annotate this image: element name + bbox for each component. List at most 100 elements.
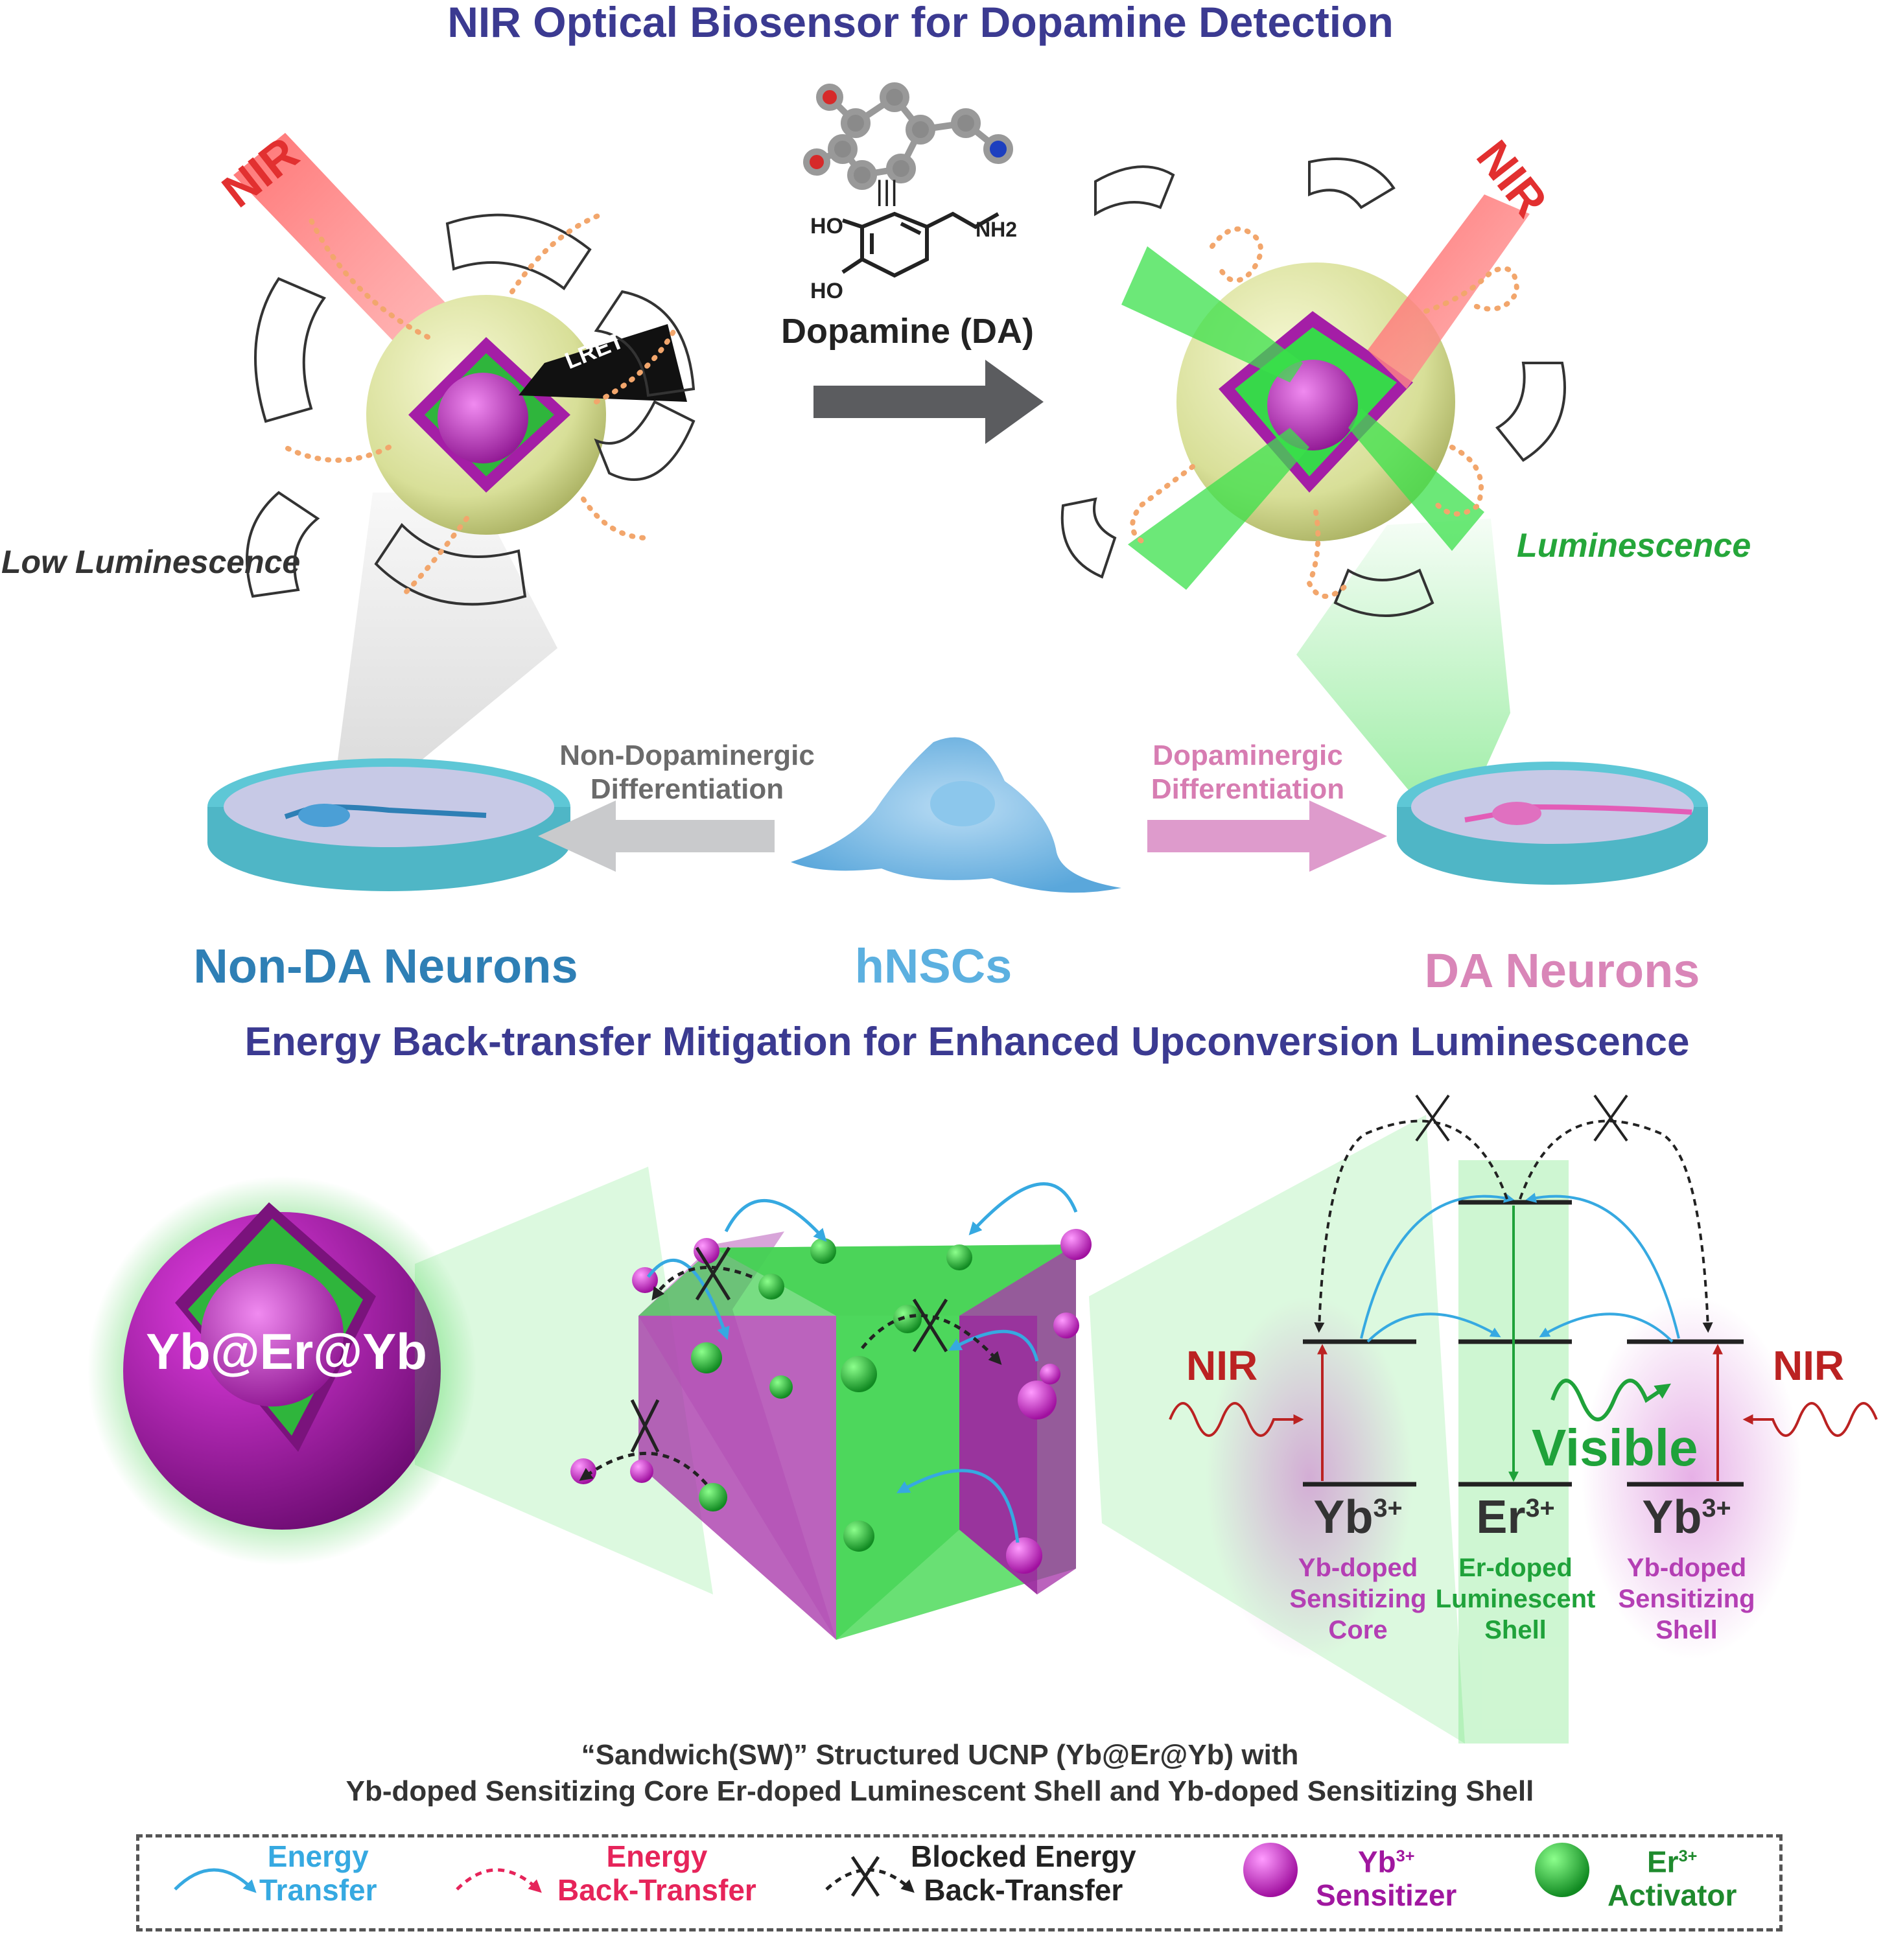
non-dopaminergic-line-1: Non-Dopaminergic xyxy=(559,740,815,771)
dopamine-ball-stick xyxy=(803,82,1013,190)
non-da-neurons-label: Non-DA Neurons xyxy=(193,939,578,993)
non-dopaminergic-arrow xyxy=(538,800,775,872)
energy-diagram-haze-left xyxy=(1206,1296,1413,1659)
er-symbol: Er xyxy=(1476,1491,1526,1543)
left-nir-beam xyxy=(233,133,447,350)
diagram-transfer-arrows xyxy=(1314,1094,1713,1343)
structure-caption: “Sandwich(SW)” Structured UCNP (Yb@Er@Yb… xyxy=(346,1737,1534,1810)
energy-levels xyxy=(1303,1200,1744,1487)
left-graphene-sheets xyxy=(246,213,696,606)
yb-core-desc-3: Core xyxy=(1328,1616,1388,1644)
right-nir-beam xyxy=(1368,194,1530,389)
yb-er-yb-nanoparticle xyxy=(88,1176,476,1565)
legend-energy-transfer-label: Energy Transfer xyxy=(259,1839,377,1907)
left-particle xyxy=(233,133,696,830)
legend-yb-charge: 3+ xyxy=(1396,1847,1415,1865)
legend-er-role: Activator xyxy=(1608,1878,1737,1913)
caption-line-1: “Sandwich(SW)” Structured UCNP (Yb@Er@Yb… xyxy=(581,1739,1299,1771)
er-activator-balls xyxy=(691,1238,972,1552)
dopaminergic-line-1: Dopaminergic xyxy=(1152,740,1343,771)
nir-left-label: NIR xyxy=(1186,1342,1258,1389)
legend-back-transfer-icon xyxy=(456,1868,542,1893)
non-dopaminergic-line-2: Differentiation xyxy=(590,773,784,805)
yb-shell-ion-label: Yb3+ xyxy=(1642,1491,1731,1544)
legend-back-transfer-line-1: Energy xyxy=(606,1839,708,1873)
legend-blocked-transfer-label: Blocked Energy Back-Transfer xyxy=(911,1839,1136,1907)
er-charge: 3+ xyxy=(1525,1494,1555,1522)
yb-shell-description: Yb-doped Sensitizing Shell xyxy=(1618,1552,1755,1646)
legend-yb-ball-icon xyxy=(1243,1843,1298,1897)
yb-shell-desc-2: Sensitizing xyxy=(1618,1585,1755,1613)
legend-er-ball-icon xyxy=(1535,1843,1589,1897)
right-green-emission-beams xyxy=(1121,246,1484,590)
dopaminergic-label: Dopaminergic Differentiation xyxy=(1151,739,1344,806)
dopamine-equivalence-mark: ||| xyxy=(876,175,898,207)
low-luminescence-label: Low Luminescence xyxy=(1,544,301,580)
dopamine-ho-bottom: HO xyxy=(810,279,843,303)
yb-core-description: Yb-doped Sensitizing Core xyxy=(1289,1552,1426,1646)
right-particle xyxy=(1060,158,1566,843)
excitation-lines xyxy=(1169,1344,1878,1481)
luminescence-label: Luminescence xyxy=(1517,527,1751,565)
legend-box xyxy=(136,1834,1783,1931)
left-linker-chains xyxy=(283,211,677,599)
legend-yb-symbol: Yb3+ xyxy=(1316,1839,1456,1878)
dopamine-ho-top: HO xyxy=(810,214,843,239)
top-title: NIR Optical Biosensor for Dopamine Detec… xyxy=(447,0,1394,46)
yb-shell-symbol: Yb xyxy=(1642,1491,1702,1543)
dopaminergic-arrow xyxy=(1147,800,1387,872)
er-ion-label: Er3+ xyxy=(1476,1491,1554,1544)
er-desc-1: Er-doped xyxy=(1458,1554,1573,1582)
yb-core-symbol: Yb xyxy=(1313,1491,1374,1543)
left-petri-dish xyxy=(207,758,570,891)
legend-back-transfer-line-2: Back-Transfer xyxy=(557,1873,756,1907)
right-view-beam xyxy=(1296,519,1510,843)
emission-line xyxy=(1508,1206,1671,1482)
sandwich-box xyxy=(638,1231,1076,1640)
yb-shell-desc-1: Yb-doped xyxy=(1626,1554,1747,1582)
legend-er-symbol: Er3+ xyxy=(1608,1839,1737,1878)
energy-diagram-haze-right xyxy=(1582,1296,1802,1659)
nanoparticle-label: Yb@Er@Yb xyxy=(146,1323,427,1380)
er-shell-description: Er-doped Luminescent Shell xyxy=(1436,1552,1596,1646)
non-dopaminergic-label: Non-Dopaminergic Differentiation xyxy=(559,739,815,806)
yb-core-desc-2: Sensitizing xyxy=(1289,1585,1427,1613)
yb-shell-charge: 3+ xyxy=(1702,1494,1731,1522)
er-desc-2: Luminescent xyxy=(1435,1585,1596,1613)
dopamine-nh2: NH2 xyxy=(976,218,1018,241)
legend-energy-transfer-line-1: Energy xyxy=(267,1839,369,1873)
legend-blocked-cross-icon xyxy=(850,1856,880,1897)
legend-yb-main: Yb xyxy=(1357,1845,1396,1879)
legend-energy-transfer-icon xyxy=(174,1868,257,1893)
left-core xyxy=(438,373,528,463)
dopamine-caption: Dopamine (DA) xyxy=(781,312,1034,351)
legend-back-transfer-label: Energy Back-Transfer xyxy=(557,1839,756,1907)
legend-energy-transfer-line-2: Transfer xyxy=(259,1873,377,1907)
bottom-title: Energy Back-transfer Mitigation for Enha… xyxy=(244,1020,1690,1064)
right-linker-chains xyxy=(1130,226,1520,599)
legend-er-activator-label: Er3+ Activator xyxy=(1608,1839,1737,1912)
da-neurons-label: DA Neurons xyxy=(1424,944,1700,998)
hnsc-cell xyxy=(791,737,1121,893)
legend-blocked-transfer-line-1: Blocked Energy xyxy=(911,1839,1136,1873)
legend-yb-sensitizer-label: Yb3+ Sensitizer xyxy=(1316,1839,1456,1912)
legend-er-main: Er xyxy=(1646,1845,1679,1879)
yb-core-ion-label: Yb3+ xyxy=(1313,1491,1402,1544)
dopamine-structure xyxy=(841,211,1000,278)
legend-er-charge: 3+ xyxy=(1678,1847,1698,1865)
hnscs-label: hNSCs xyxy=(854,939,1012,993)
right-graphene-sheets xyxy=(1060,158,1566,617)
yb-shell-desc-3: Shell xyxy=(1655,1616,1718,1644)
caption-line-2: Yb-doped Sensitizing Core Er-doped Lumin… xyxy=(345,1775,1534,1807)
box-transfer-arrows xyxy=(579,1182,1078,1543)
yb-core-charge: 3+ xyxy=(1373,1494,1403,1522)
legend-blocked-transfer-line-2: Back-Transfer xyxy=(924,1873,1123,1907)
process-arrow xyxy=(813,360,1044,444)
legend-yb-role: Sensitizer xyxy=(1316,1878,1457,1913)
nir-right-label: NIR xyxy=(1773,1342,1845,1389)
right-petri-dish xyxy=(1397,762,1708,885)
visible-label: Visible xyxy=(1532,1419,1698,1476)
dopaminergic-line-2: Differentiation xyxy=(1151,773,1345,805)
er-desc-3: Shell xyxy=(1484,1616,1547,1644)
